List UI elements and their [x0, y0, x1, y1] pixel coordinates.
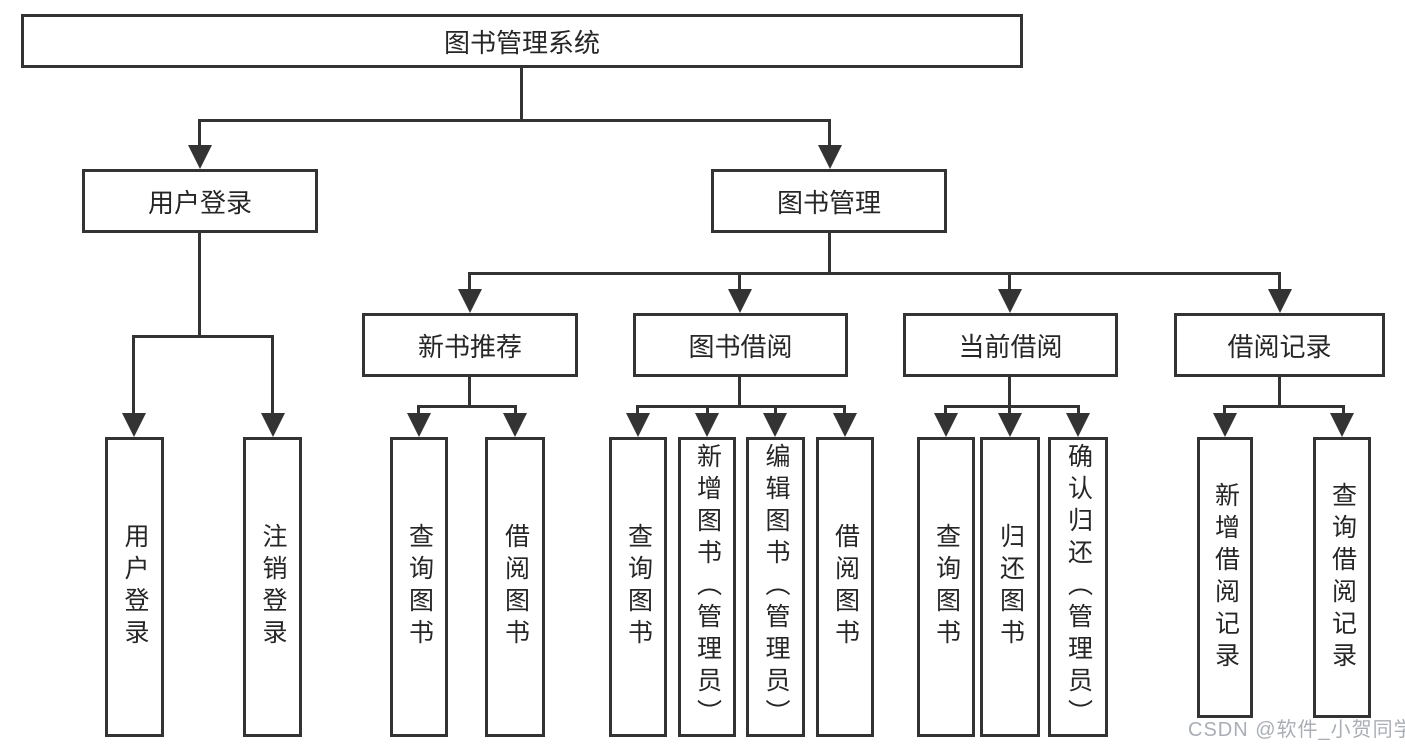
leaf-borrow-books-recommend: 借阅图书	[485, 437, 545, 737]
connector-line	[417, 405, 517, 408]
node-book-management: 图书管理	[711, 169, 947, 233]
node-label: 图书借阅	[688, 331, 793, 362]
leaf-edit-books-admin: 编辑图书（管理员）	[746, 437, 805, 737]
node-borrowing-records: 借阅记录	[1174, 313, 1385, 377]
watermark-text: CSDN @软件_小贺同学	[1188, 719, 1405, 741]
leaf-query-books-recommend: 查询图书	[390, 437, 448, 737]
connector-line	[774, 405, 777, 417]
node-label: 借阅图书	[501, 523, 530, 651]
leaf-query-books-borrowing: 查询图书	[609, 437, 667, 737]
leaf-query-borrowing-record: 查询借阅记录	[1313, 437, 1371, 718]
leaf-logout: 注销登录	[243, 437, 302, 737]
node-label: 借阅记录	[1227, 331, 1332, 362]
node-label: 查询图书	[932, 523, 961, 651]
connector-line	[271, 335, 274, 415]
node-label: 借阅图书	[831, 523, 860, 651]
arrow-down-icon	[818, 145, 842, 169]
arrow-down-icon	[998, 289, 1022, 313]
connector-line	[132, 335, 274, 338]
connector-line	[944, 405, 947, 417]
connector-line	[468, 272, 1281, 275]
node-book-borrowing: 图书借阅	[633, 313, 848, 377]
arrow-down-icon	[934, 413, 958, 437]
connector-line	[1008, 405, 1011, 417]
connector-line	[828, 233, 831, 275]
node-label: 注销登录	[259, 523, 287, 651]
node-label: 确认归还（管理员）	[1064, 443, 1093, 731]
leaf-add-borrowing-record: 新增借阅记录	[1197, 437, 1253, 718]
node-label: 图书管理	[776, 187, 881, 218]
node-label: 归还图书	[996, 523, 1025, 651]
connector-line	[1278, 377, 1281, 408]
node-current-borrowing: 当前借阅	[903, 313, 1118, 377]
arrow-down-icon	[1268, 289, 1292, 313]
connector-line	[738, 272, 741, 294]
leaf-borrow-books-borrowing: 借阅图书	[816, 437, 874, 737]
leaf-confirm-return-admin: 确认归还（管理员）	[1048, 437, 1108, 737]
node-label: 新增图书（管理员）	[693, 443, 722, 731]
leaf-query-books-current: 查询图书	[917, 437, 975, 737]
connector-line	[706, 405, 709, 417]
connector-line	[636, 405, 846, 408]
node-label: 新增借阅记录	[1211, 481, 1240, 674]
node-label: 用户登录	[147, 187, 252, 218]
connector-line	[520, 68, 523, 120]
node-new-book-recommendation: 新书推荐	[362, 313, 578, 377]
node-label: 图书管理系统	[443, 27, 600, 58]
arrow-down-icon	[407, 413, 431, 437]
arrow-down-icon	[188, 145, 212, 169]
connector-line	[944, 405, 1080, 408]
node-label: 当前借阅	[958, 331, 1063, 362]
connector-line	[738, 377, 741, 408]
connector-line	[636, 405, 639, 417]
node-user-login: 用户登录	[82, 169, 318, 233]
connector-line	[198, 233, 201, 338]
connector-line	[1008, 272, 1011, 294]
connector-line	[1342, 405, 1345, 417]
arrow-down-icon	[261, 413, 285, 437]
arrow-down-icon	[1330, 413, 1354, 437]
node-library-management-system: 图书管理系统	[21, 14, 1023, 68]
connector-line	[1278, 272, 1281, 294]
arrow-down-icon	[122, 413, 146, 437]
node-label: 查询借阅记录	[1328, 481, 1357, 674]
arrow-down-icon	[833, 413, 857, 437]
arrow-down-icon	[503, 413, 527, 437]
connector-line	[843, 405, 846, 417]
leaf-add-books-admin: 新增图书（管理员）	[678, 437, 736, 737]
node-label: 用户登录	[121, 523, 149, 651]
connector-line	[417, 405, 420, 417]
arrow-down-icon	[998, 413, 1022, 437]
connector-line	[468, 377, 471, 408]
arrow-down-icon	[458, 289, 482, 313]
connector-line	[468, 272, 471, 294]
connector-line	[1223, 405, 1345, 408]
connector-line	[198, 119, 201, 149]
arrow-down-icon	[626, 413, 650, 437]
arrow-down-icon	[695, 413, 719, 437]
node-label: 查询图书	[624, 523, 653, 651]
connector-line	[1223, 405, 1226, 417]
node-label: 新书推荐	[417, 331, 522, 362]
node-label: 查询图书	[405, 523, 434, 651]
connector-line	[1008, 377, 1011, 408]
arrow-down-icon	[1066, 413, 1090, 437]
arrow-down-icon	[1213, 413, 1237, 437]
connector-line	[198, 119, 831, 122]
leaf-user-login: 用户登录	[105, 437, 164, 737]
connector-line	[1077, 405, 1080, 417]
connector-line	[132, 335, 135, 415]
connector-line	[514, 405, 517, 417]
arrow-down-icon	[728, 289, 752, 313]
connector-line	[828, 119, 831, 149]
arrow-down-icon	[763, 413, 787, 437]
node-label: 编辑图书（管理员）	[762, 443, 790, 731]
leaf-return-books: 归还图书	[980, 437, 1040, 737]
